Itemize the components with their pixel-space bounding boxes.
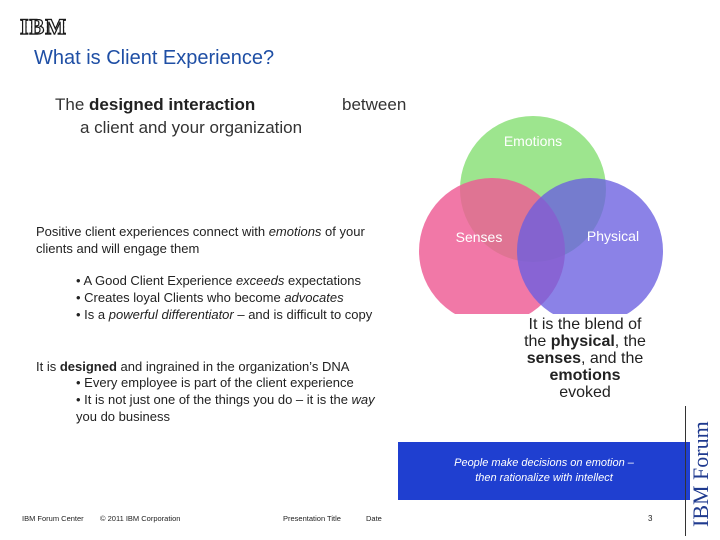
bullet-item: • It is not just one of the things you d… [76, 392, 375, 424]
subtitle-between: between [342, 95, 407, 114]
physical-label: Physical [587, 228, 639, 244]
ibm-forum-brand: IBM Forum [688, 421, 713, 527]
subtitle-line1: The designed interaction [55, 95, 256, 114]
footer-copyright: © 2011 IBM Corporation [100, 514, 181, 523]
bullet-item: • Is a powerful differentiator – and is … [76, 307, 373, 322]
brand-divider [685, 406, 686, 536]
bullet-list-dna: • Every employee is part of the client e… [76, 374, 386, 425]
bullet-item: • Creates loyal Clients who become advoc… [76, 290, 344, 305]
physical-circle [517, 178, 663, 314]
footer-center: IBM Forum Center [22, 514, 84, 523]
emotions-label: Emotions [504, 133, 562, 149]
footer-presentation-title: Presentation Title [283, 514, 341, 523]
slide-title: What is Client Experience? [34, 47, 275, 69]
subtitle-line2: a client and your organization [80, 118, 303, 137]
senses-label: Senses [456, 229, 503, 245]
subtitle-emphasis: designed interaction [89, 95, 256, 114]
paragraph-dna: It is designed and ingrained in the orga… [36, 359, 350, 374]
paragraph-positive-experiences: Positive client experiences connect with… [36, 224, 365, 256]
page-number: 3 [648, 514, 653, 523]
blend-caption: It is the blend of the physical, the sen… [524, 316, 646, 401]
bullet-list-benefits: • A Good Client Experience exceeds expec… [76, 272, 386, 323]
venn-diagram: Emotions Senses Physical [419, 116, 663, 314]
callout-box: People make decisions on emotion – then … [398, 442, 690, 500]
footer-date: Date [366, 514, 382, 523]
ibm-logo: IBM [19, 13, 67, 39]
bullet-item: • A Good Client Experience exceeds expec… [76, 273, 361, 288]
bullet-item: • Every employee is part of the client e… [76, 375, 354, 390]
